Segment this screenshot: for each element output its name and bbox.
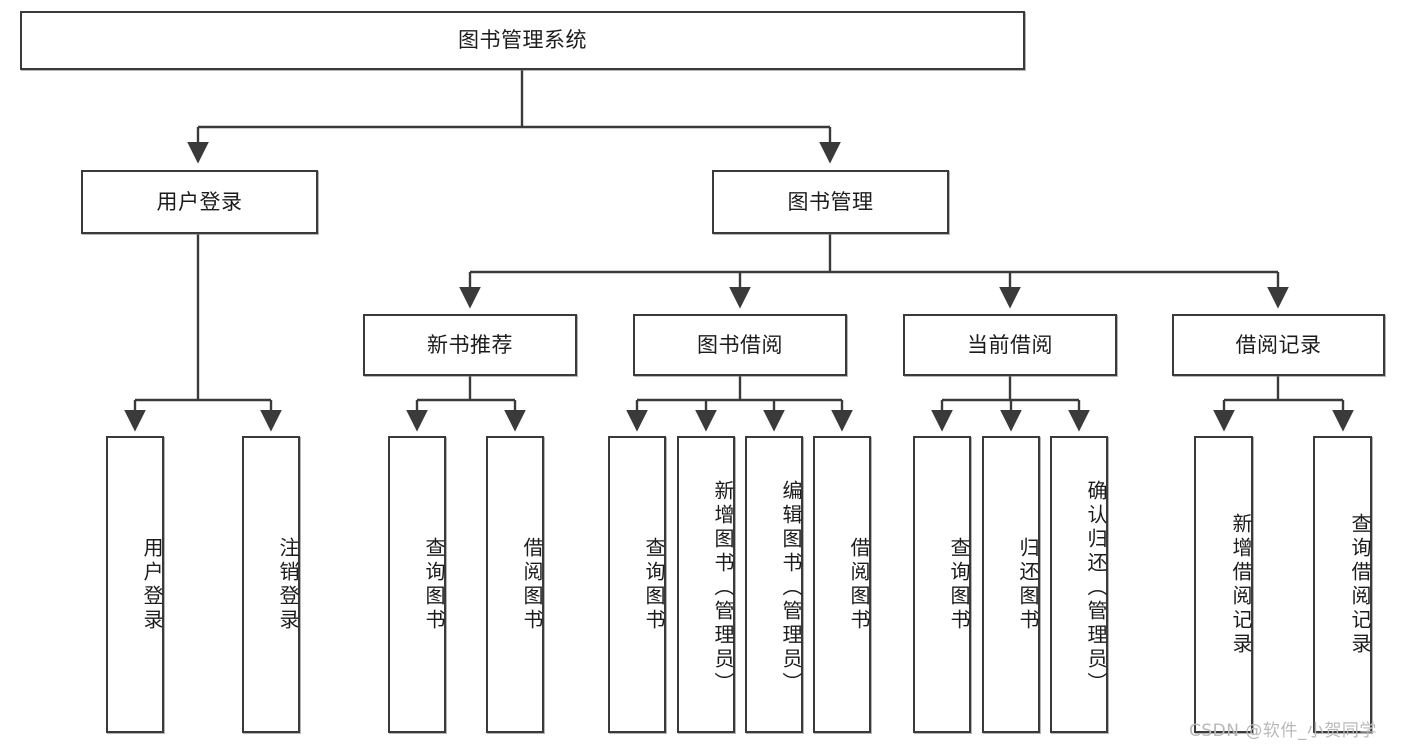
leaf-book-borrow-edit-book-admin[interactable]: 编辑图书（管理员） — [745, 436, 803, 733]
leaf-text-wrap: 用户登录 — [140, 438, 164, 731]
csdn-watermark: CSDN @软件_小贺同学 — [1189, 721, 1377, 741]
leaf-label: 查询图书 — [642, 536, 666, 633]
leaf-new-book-query-books[interactable]: 查询图书 — [388, 436, 446, 733]
leaf-label: 新增借阅记录 — [1229, 512, 1253, 657]
leaf-current-borrow-confirm-return-admin[interactable]: 确认归还（管理员） — [1050, 436, 1108, 733]
leaf-label: 查询图书 — [947, 536, 971, 633]
leaf-label: 注销登录 — [276, 536, 300, 633]
leaf-user-login-logout[interactable]: 注销登录 — [242, 436, 300, 733]
leaf-label: 借阅图书 — [520, 536, 544, 633]
leaf-book-borrow-add-book-admin[interactable]: 新增图书（管理员） — [677, 436, 735, 733]
leaf-new-book-borrow-books[interactable]: 借阅图书 — [486, 436, 544, 733]
leaf-label: 用户登录 — [140, 536, 164, 633]
leaf-current-borrow-query-books[interactable]: 查询图书 — [913, 436, 971, 733]
leaf-borrow-records-add-record[interactable]: 新增借阅记录 — [1194, 436, 1253, 733]
leaf-label: 归还图书 — [1016, 536, 1040, 633]
node-book-borrowing[interactable]: 图书借阅 — [633, 314, 847, 376]
leaf-text-wrap: 查询图书 — [422, 438, 446, 731]
node-current-borrowing[interactable]: 当前借阅 — [903, 314, 1117, 376]
node-root-library-system[interactable]: 图书管理系统 — [20, 11, 1025, 70]
leaf-label: 借阅图书 — [847, 536, 871, 633]
leaf-text-wrap: 新增图书（管理员） — [711, 438, 735, 731]
leaf-book-borrow-borrow-books[interactable]: 借阅图书 — [813, 436, 871, 733]
leaf-text-wrap: 新增借阅记录 — [1229, 438, 1253, 731]
leaf-text-wrap: 查询图书 — [642, 438, 666, 731]
leaf-user-login-signin[interactable]: 用户登录 — [106, 436, 164, 733]
node-borrow-records[interactable]: 借阅记录 — [1172, 314, 1385, 376]
leaf-label: 确认归还（管理员） — [1084, 479, 1108, 696]
leaf-current-borrow-return-books[interactable]: 归还图书 — [982, 436, 1040, 733]
leaf-text-wrap: 查询借阅记录 — [1348, 438, 1372, 731]
leaf-label: 查询借阅记录 — [1348, 512, 1372, 657]
leaf-text-wrap: 借阅图书 — [520, 438, 544, 731]
leaf-text-wrap: 确认归还（管理员） — [1084, 438, 1108, 731]
leaf-label: 新增图书（管理员） — [711, 479, 735, 696]
node-new-book-recommendation[interactable]: 新书推荐 — [363, 314, 577, 376]
leaf-label: 查询图书 — [422, 536, 446, 633]
node-book-management[interactable]: 图书管理 — [712, 170, 949, 234]
leaf-text-wrap: 查询图书 — [947, 438, 971, 731]
leaf-label: 编辑图书（管理员） — [779, 479, 803, 696]
node-user-login[interactable]: 用户登录 — [81, 170, 318, 234]
leaf-text-wrap: 借阅图书 — [847, 438, 871, 731]
leaf-text-wrap: 归还图书 — [1016, 438, 1040, 731]
leaf-borrow-records-query-record[interactable]: 查询借阅记录 — [1313, 436, 1372, 733]
leaf-book-borrow-query-books[interactable]: 查询图书 — [608, 436, 666, 733]
leaf-text-wrap: 编辑图书（管理员） — [779, 438, 803, 731]
leaf-text-wrap: 注销登录 — [276, 438, 300, 731]
